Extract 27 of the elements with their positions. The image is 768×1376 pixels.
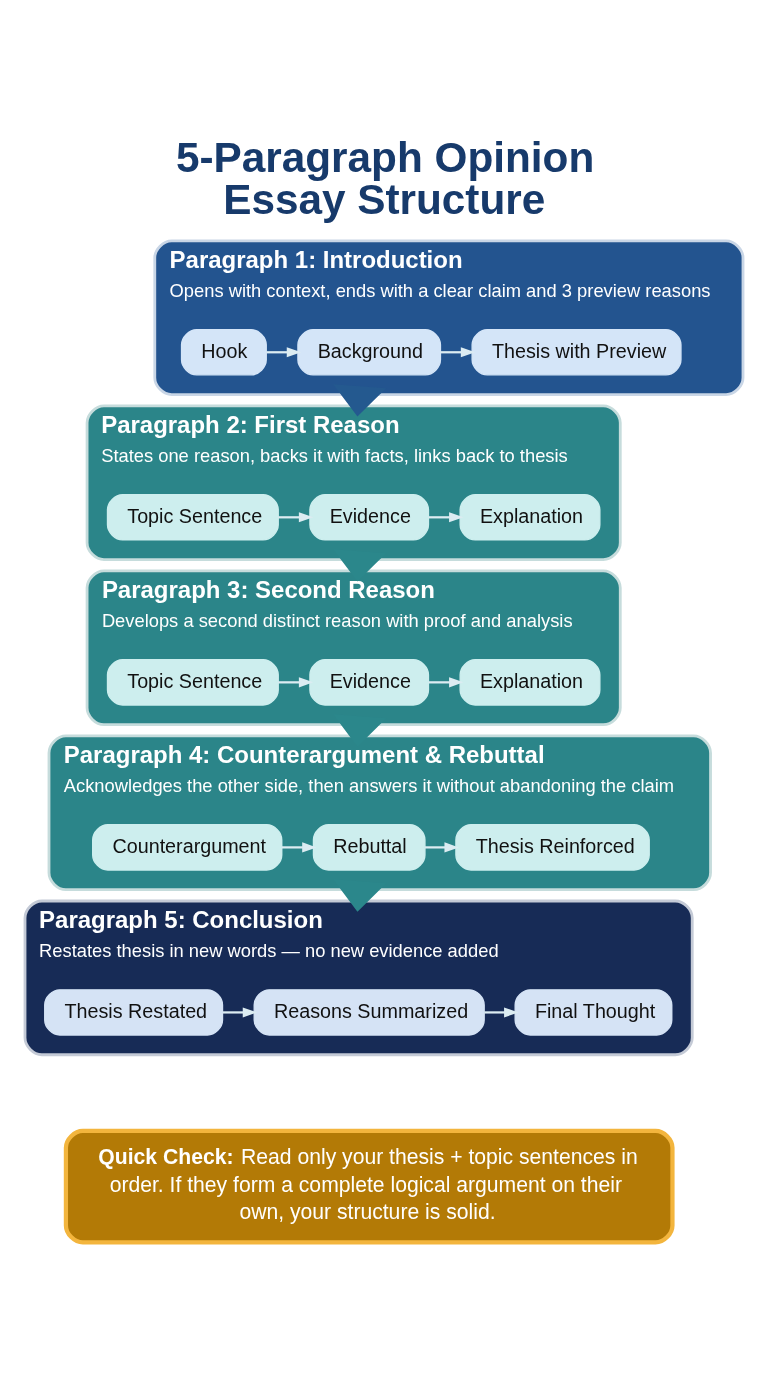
- node-box: Explanation: [459, 494, 601, 541]
- arrow: [440, 347, 476, 358]
- arrow: [428, 512, 464, 523]
- arrow: [278, 677, 314, 688]
- arrow: [266, 347, 302, 358]
- node-box: Thesis Restated: [44, 989, 224, 1036]
- node-box: Thesis Reinforced: [455, 824, 650, 871]
- node-box: Rebuttal: [312, 824, 426, 871]
- arrow: [425, 842, 459, 853]
- node-box: Reasons Summarized: [253, 989, 485, 1036]
- node-box: Thesis with Preview: [471, 329, 682, 376]
- node-box: Explanation: [459, 659, 601, 706]
- node-box: Background: [297, 329, 442, 376]
- diagram-title: 5-Paragraph Opinion Essay Structure: [175, 133, 595, 224]
- arrow: [222, 1007, 258, 1018]
- node-box: Evidence: [309, 659, 430, 706]
- node-box: Evidence: [309, 494, 430, 541]
- node-box: Topic Sentence: [106, 659, 279, 706]
- node-box: Final Thought: [514, 989, 673, 1036]
- node-box: Hook: [180, 329, 267, 376]
- arrow: [484, 1007, 519, 1018]
- node-box: Counterargument: [92, 824, 283, 871]
- node-box: Quick Check: Read only your thesis + topic sentences in order. If they form a complete logical argument on their own, your structure is solid.: [63, 1128, 675, 1245]
- arrow: [278, 512, 314, 523]
- arrow: [428, 677, 464, 688]
- node-box: Topic Sentence: [106, 494, 279, 541]
- arrow: [281, 842, 317, 853]
